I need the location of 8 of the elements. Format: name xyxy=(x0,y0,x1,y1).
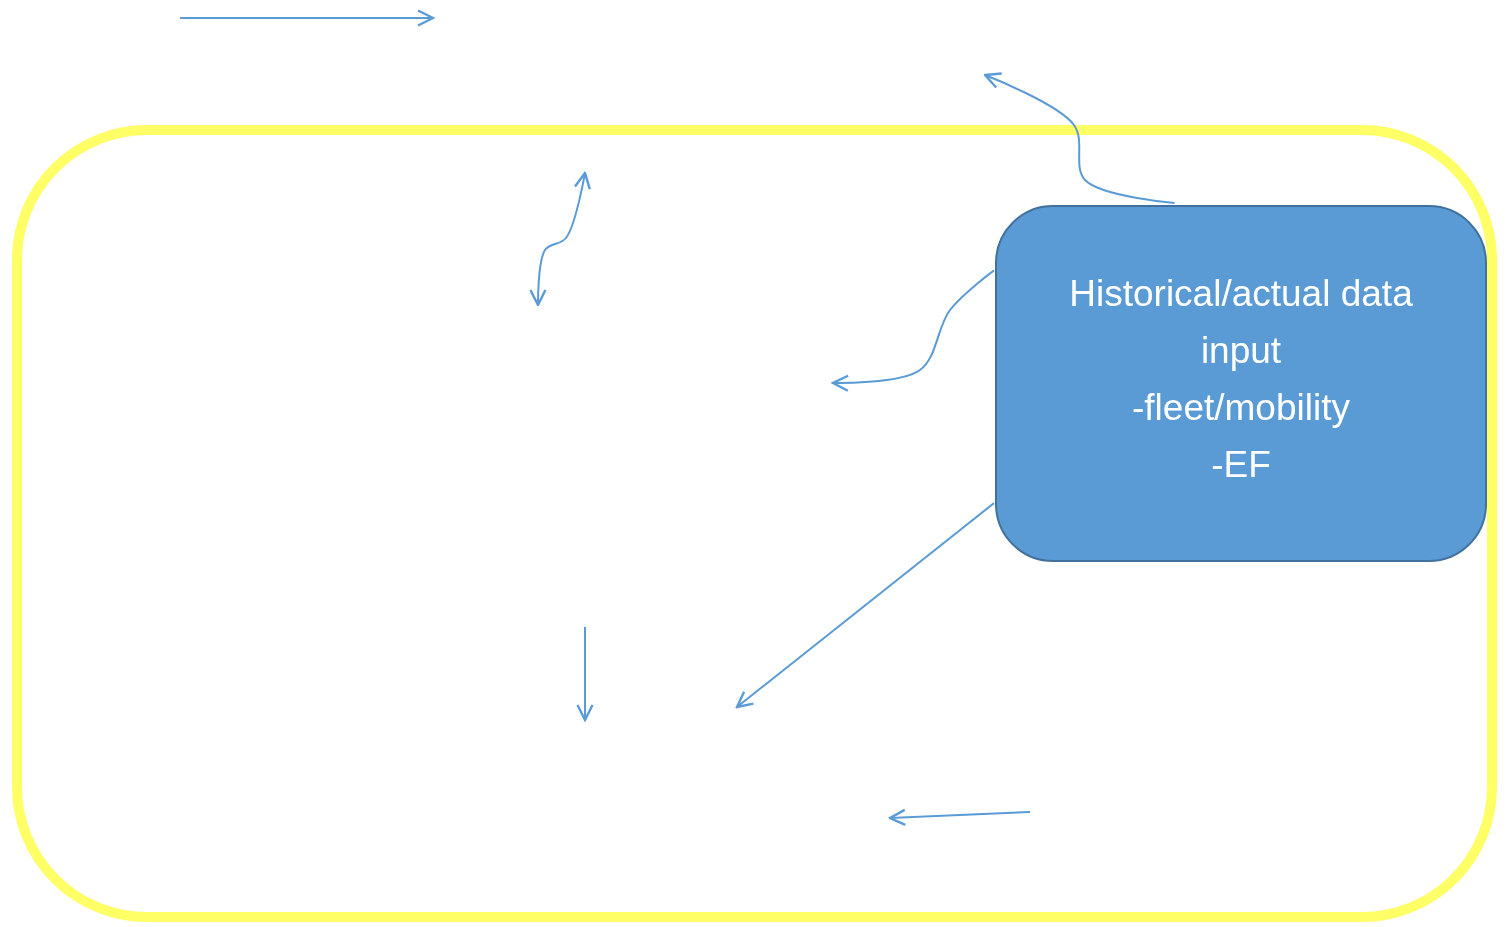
process-box xyxy=(995,205,1487,562)
arrow xyxy=(983,72,1176,204)
arrow xyxy=(735,502,995,709)
box-text: Historical/actual data input xyxy=(1068,271,1414,373)
rounded-frame xyxy=(12,125,1497,922)
arrow xyxy=(831,269,995,392)
box-text: -EF xyxy=(1211,442,1271,487)
box-text: -fleet/mobility xyxy=(1132,385,1350,430)
